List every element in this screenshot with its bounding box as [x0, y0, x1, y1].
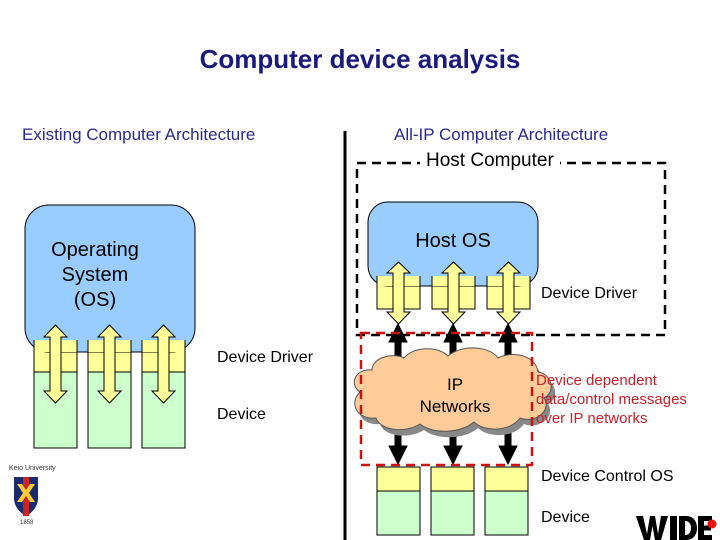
page-number: 6	[673, 517, 678, 526]
annotation-line: Device dependent	[536, 372, 657, 389]
host-computer-label: Host Computer	[420, 150, 560, 172]
right-device-label: Device	[541, 509, 590, 526]
os-label-line: System	[61, 264, 129, 286]
ip-network-label: IP Networks	[390, 374, 520, 418]
ip-annotation: Device dependent data/control messages o…	[536, 371, 687, 428]
device-control-os-block	[430, 466, 475, 492]
os-label-line: (OS)	[73, 289, 117, 311]
right-heading: All-IP Computer Architecture	[394, 125, 609, 144]
double-arrow-icon	[42, 324, 69, 404]
device-control-os-block	[376, 466, 421, 492]
university-year: 1858	[20, 520, 34, 526]
device-control-os-label: Device Control OS	[541, 468, 674, 485]
left-os-label: Operating System (OS)	[25, 238, 165, 313]
host-driver-label: Device Driver	[541, 285, 638, 302]
host-os-label: Host OS	[415, 230, 491, 252]
university-name: Keio University	[9, 465, 56, 472]
slide-title: Computer device analysis	[199, 44, 521, 74]
device-block	[484, 490, 529, 536]
left-device-label: Device	[217, 406, 266, 423]
device-block	[430, 490, 475, 536]
ip-network-boundary	[359, 331, 534, 467]
device-control-os-block	[484, 466, 529, 492]
left-device-block	[87, 371, 132, 449]
double-arrow-icon	[96, 324, 123, 404]
device-block	[376, 490, 421, 536]
keio-logo-icon	[14, 477, 38, 516]
left-double-arrows	[42, 324, 177, 404]
wide-logo-icon	[636, 516, 717, 540]
network-label-line: IP	[446, 375, 464, 394]
double-arrow-icon	[150, 324, 177, 404]
left-heading: Existing Computer Architecture	[22, 125, 256, 144]
annotation-line: over IP networks	[536, 410, 648, 427]
ip-network-cloud	[353, 347, 552, 432]
annotation-line: data/control messages	[536, 391, 687, 408]
left-driver-label: Device Driver	[217, 349, 314, 366]
os-label-line: Operating	[51, 239, 139, 261]
network-label-line: Networks	[419, 397, 491, 416]
right-device-columns	[376, 466, 529, 536]
